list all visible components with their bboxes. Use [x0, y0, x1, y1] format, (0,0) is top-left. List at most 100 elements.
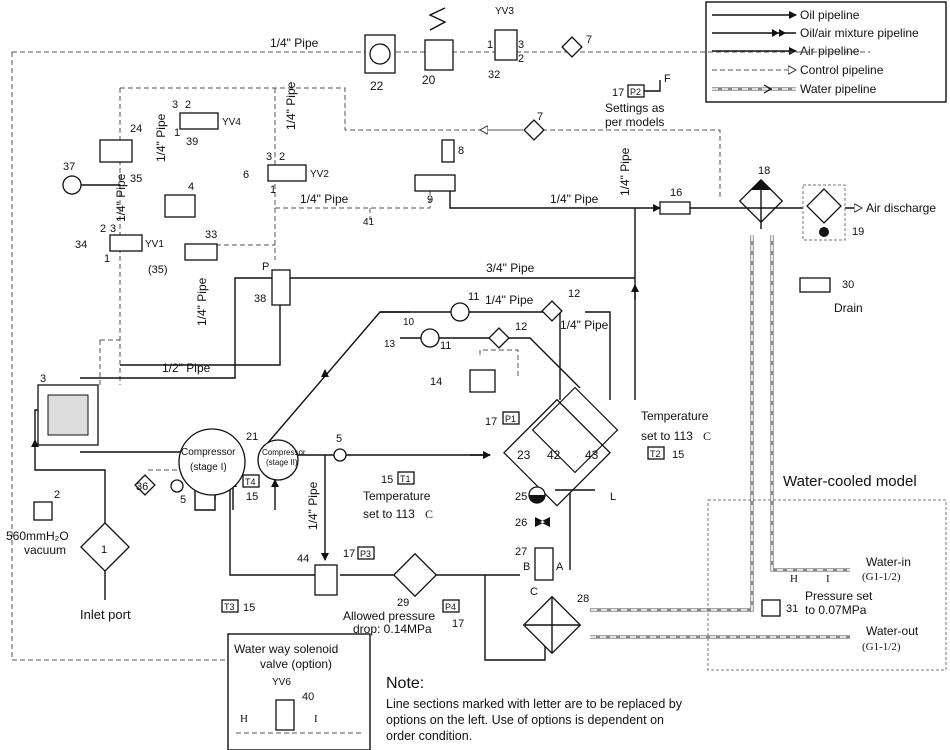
legend-water-label: Water pipeline [800, 82, 877, 96]
svg-text:15: 15 [381, 474, 393, 486]
vacuum-switch-2: 2 560mmH₂O vacuum [6, 489, 69, 557]
svg-text:14: 14 [430, 376, 442, 388]
svg-text:8: 8 [458, 145, 464, 157]
solenoid-yv3: YV3 1 3 2 32 [487, 6, 524, 81]
check-valve-16: 16 [659, 187, 691, 215]
svg-text:(35): (35) [148, 264, 168, 276]
svg-text:15: 15 [243, 602, 255, 614]
svg-text:1/4" Pipe: 1/4" Pipe [300, 192, 349, 206]
svg-text:C: C [425, 507, 433, 521]
svg-text:1/4" Pipe: 1/4" Pipe [306, 481, 320, 530]
svg-text:33: 33 [205, 229, 217, 241]
svg-text:F: F [664, 73, 671, 85]
svg-text:24: 24 [130, 123, 142, 135]
svg-text:18: 18 [758, 165, 770, 177]
solenoid-yv2: 3 2 YV2 6 1 [243, 151, 329, 196]
filter-7-top: 7 [561, 34, 592, 58]
svg-text:43: 43 [585, 448, 599, 462]
svg-text:1/4" Pipe: 1/4" Pipe [550, 192, 599, 206]
svg-text:5: 5 [336, 433, 342, 445]
svg-text:16: 16 [670, 187, 682, 199]
svg-text:2: 2 [100, 223, 106, 235]
component-4: 4 [164, 181, 196, 218]
svg-text:Water-cooled model: Water-cooled model [783, 473, 917, 490]
cooler-23: 23 42 43 P1 17 T2 15 Temperature set to … [485, 386, 711, 507]
svg-text:H: H [790, 573, 798, 585]
svg-text:10: 10 [403, 317, 415, 328]
svg-text:YV6: YV6 [272, 677, 291, 688]
svg-text:3: 3 [518, 39, 524, 51]
svg-text:1/4" Pipe: 1/4" Pipe [154, 113, 168, 162]
svg-text:17: 17 [612, 87, 624, 99]
svg-text:9: 9 [427, 194, 433, 206]
svg-text:12: 12 [515, 321, 527, 333]
svg-text:(G1-1/2): (G1-1/2) [862, 571, 901, 583]
water-way-option: Water way solenoid valve (option) YV6 40… [227, 633, 371, 750]
svg-text:25: 25 [515, 491, 527, 503]
svg-text:C: C [703, 429, 711, 443]
svg-text:1: 1 [104, 253, 110, 265]
svg-text:31: 31 [786, 603, 798, 615]
svg-text:2: 2 [279, 151, 285, 163]
oil-air-pipelines [31, 190, 862, 661]
svg-text:Settings as: Settings as [605, 101, 664, 115]
svg-text:YV4: YV4 [222, 117, 241, 128]
note-body: Line sections marked with letter are to … [386, 697, 682, 743]
svg-text:(G1-1/2): (G1-1/2) [862, 641, 901, 653]
svg-text:17: 17 [452, 618, 464, 630]
solenoid-yv4: 3 2 YV4 1 39 [172, 99, 241, 148]
check-valve-5: 5 5 [170, 433, 347, 506]
svg-text:30: 30 [842, 279, 854, 291]
svg-text:set to 113: set to 113 [641, 429, 693, 443]
svg-text:Water-out: Water-out [866, 624, 919, 638]
svg-text:Drain: Drain [834, 301, 863, 315]
svg-text:38: 38 [254, 293, 266, 305]
svg-text:5: 5 [180, 494, 186, 506]
svg-text:P3: P3 [360, 549, 371, 559]
svg-text:3: 3 [172, 99, 178, 111]
svg-text:B: B [523, 561, 530, 573]
svg-text:40: 40 [302, 691, 314, 703]
component-24: 24 [99, 123, 142, 163]
svg-text:2: 2 [518, 53, 524, 65]
svg-text:3: 3 [110, 223, 116, 235]
svg-text:3: 3 [266, 151, 272, 163]
svg-text:29: 29 [397, 597, 409, 609]
svg-text:20: 20 [422, 73, 436, 87]
svg-text:YV3: YV3 [495, 6, 514, 17]
svg-text:T1: T1 [400, 474, 411, 484]
svg-text:valve (option): valve (option) [260, 657, 332, 671]
component-20: 20 [422, 7, 454, 87]
water-cooled-region: Water-cooled model Water-in (G1-1/2) H I… [707, 473, 947, 671]
svg-text:560mmH₂O: 560mmH₂O [6, 529, 69, 543]
cooler-28: 28 [522, 593, 589, 655]
svg-text:6: 6 [243, 169, 249, 181]
svg-text:P2: P2 [630, 87, 641, 97]
filter-36: 36 [134, 474, 156, 496]
control-pipelines [11, 51, 870, 661]
svg-text:per models: per models [605, 115, 664, 129]
svg-text:42: 42 [547, 448, 561, 462]
svg-text:32: 32 [488, 69, 500, 81]
svg-text:H: H [240, 713, 248, 725]
component-22: 22 [364, 34, 396, 93]
svg-text:1/4" Pipe: 1/4" Pipe [270, 36, 319, 50]
svg-text:1/4" Pipe: 1/4" Pipe [560, 318, 609, 332]
label-35: 35 [130, 173, 142, 185]
gauge-p4: P4 17 [442, 599, 464, 630]
cooler-18: 18 [738, 165, 784, 229]
svg-text:Air discharge: Air discharge [866, 201, 936, 215]
svg-text:3/4" Pipe: 3/4" Pipe [486, 261, 535, 275]
legend-control-label: Control pipeline [800, 63, 884, 77]
svg-text:26: 26 [515, 517, 527, 529]
svg-text:Inlet port: Inlet port [80, 607, 131, 622]
svg-text:P1: P1 [505, 414, 516, 424]
component-9: 8 9 [414, 139, 464, 206]
valves-oil-branch: 11 11 12 12 10 13 [384, 288, 580, 352]
valve-38: P 38 [254, 261, 291, 306]
svg-text:set to 113: set to 113 [363, 507, 415, 521]
svg-text:T4: T4 [245, 477, 256, 487]
svg-text:1/4" Pipe: 1/4" Pipe [284, 81, 298, 130]
svg-text:7: 7 [586, 34, 592, 46]
